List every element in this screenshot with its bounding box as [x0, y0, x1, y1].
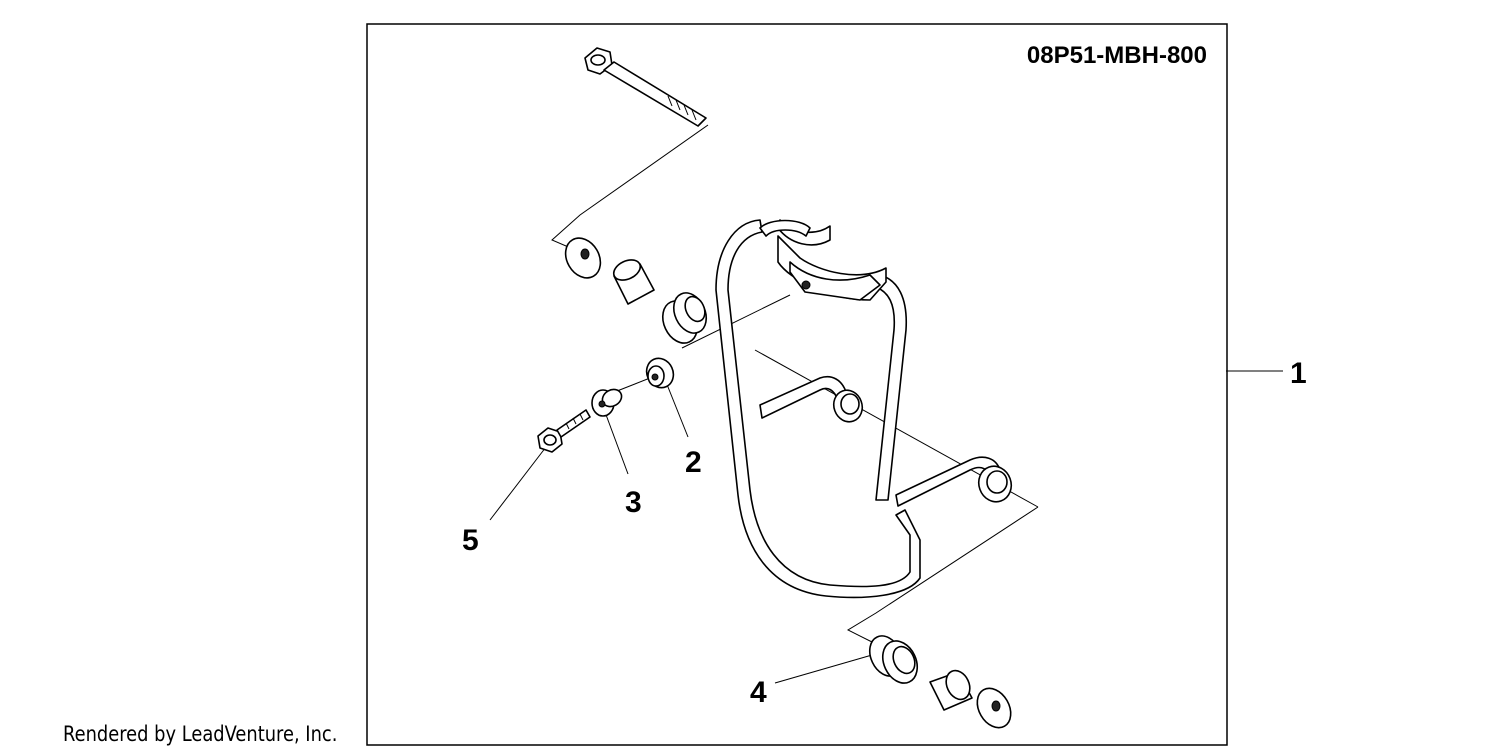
collar-lower	[929, 669, 973, 711]
callout-4: 4	[750, 676, 767, 709]
callout-1: 1	[1290, 357, 1307, 390]
rubber-grommet-lower	[868, 635, 919, 684]
diagram-frame	[366, 23, 1228, 746]
special-washer	[591, 388, 623, 417]
assembly-lines	[489, 124, 1283, 684]
long-bolt	[584, 47, 707, 127]
callout-2: 2	[685, 446, 702, 479]
callout-3: 3	[625, 486, 642, 519]
part-number: 08P51-MBH-800	[1027, 42, 1207, 69]
leader-2	[665, 381, 689, 438]
collar-upper	[612, 259, 655, 305]
guard-bar-frame	[715, 219, 1013, 599]
render-credit: Rendered by LeadVenture, Inc.	[63, 722, 338, 746]
leader-3	[604, 411, 629, 475]
small-grommet	[645, 357, 675, 389]
flange-bolt	[537, 409, 591, 453]
rubber-grommet-upper	[661, 292, 708, 344]
leader-5	[489, 446, 547, 521]
callout-5: 5	[462, 524, 479, 557]
flat-washer-lower	[976, 687, 1012, 729]
flat-washer-upper	[564, 237, 602, 279]
leader-4	[774, 654, 873, 684]
